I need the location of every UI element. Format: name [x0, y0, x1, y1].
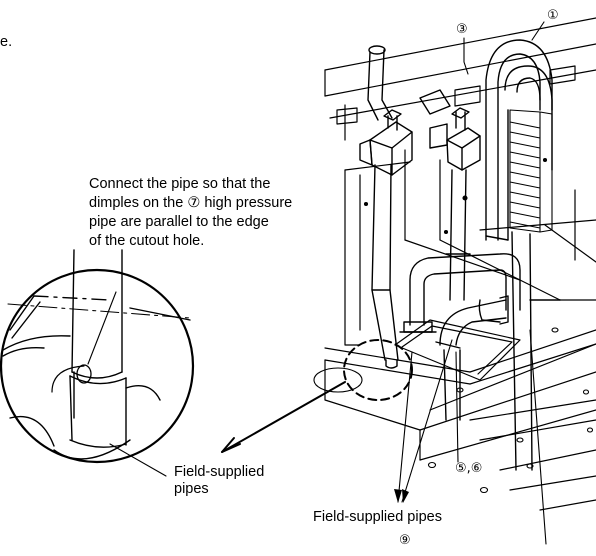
- u-bend-pipe: [485, 39, 553, 241]
- marker-3: ③: [456, 22, 468, 37]
- field-supplied-pipes-label: Field-supplied pipes: [313, 509, 442, 525]
- cutout-tray: [394, 319, 521, 381]
- unit-frame: [324, 17, 596, 511]
- callout-line-4: of the cutout hole.: [89, 233, 205, 249]
- cutout-hole-outline: [313, 367, 363, 393]
- detail-label-line-1: Field-supplied: [174, 464, 265, 480]
- front-elbow-pipe: [435, 295, 509, 421]
- detail-label-line-2: pipes: [174, 481, 209, 497]
- right-valve: [419, 89, 481, 171]
- high-pressure-pipe: [367, 45, 399, 369]
- detail-arrow: [221, 381, 346, 453]
- callout-leader-dimple: [87, 291, 117, 365]
- top-edge-text: e.: [0, 34, 13, 50]
- insulation-wrap: [509, 109, 553, 233]
- marker-1: ①: [547, 8, 559, 23]
- marker-5-6: ⑤,⑥: [455, 461, 483, 476]
- low-pressure-pipe: [445, 169, 471, 301]
- screw-holes: [363, 157, 594, 494]
- callout-line-2: dimples on the ⑦ high pressure: [89, 195, 293, 211]
- leader-arrowheads: [394, 489, 409, 503]
- field-pipe-s-bend: [399, 253, 521, 333]
- detail-magnified-view: [0, 249, 195, 464]
- detail-highlight-circle: [343, 339, 413, 401]
- marker-9: ⑨: [399, 533, 411, 548]
- callout-line-3: pipe are parallel to the edge: [89, 214, 269, 230]
- right-field-pipe: [511, 231, 561, 471]
- leader-lines: [109, 21, 547, 545]
- left-valve: [359, 109, 413, 176]
- callout-line-1: Connect the pipe so that the: [89, 176, 271, 192]
